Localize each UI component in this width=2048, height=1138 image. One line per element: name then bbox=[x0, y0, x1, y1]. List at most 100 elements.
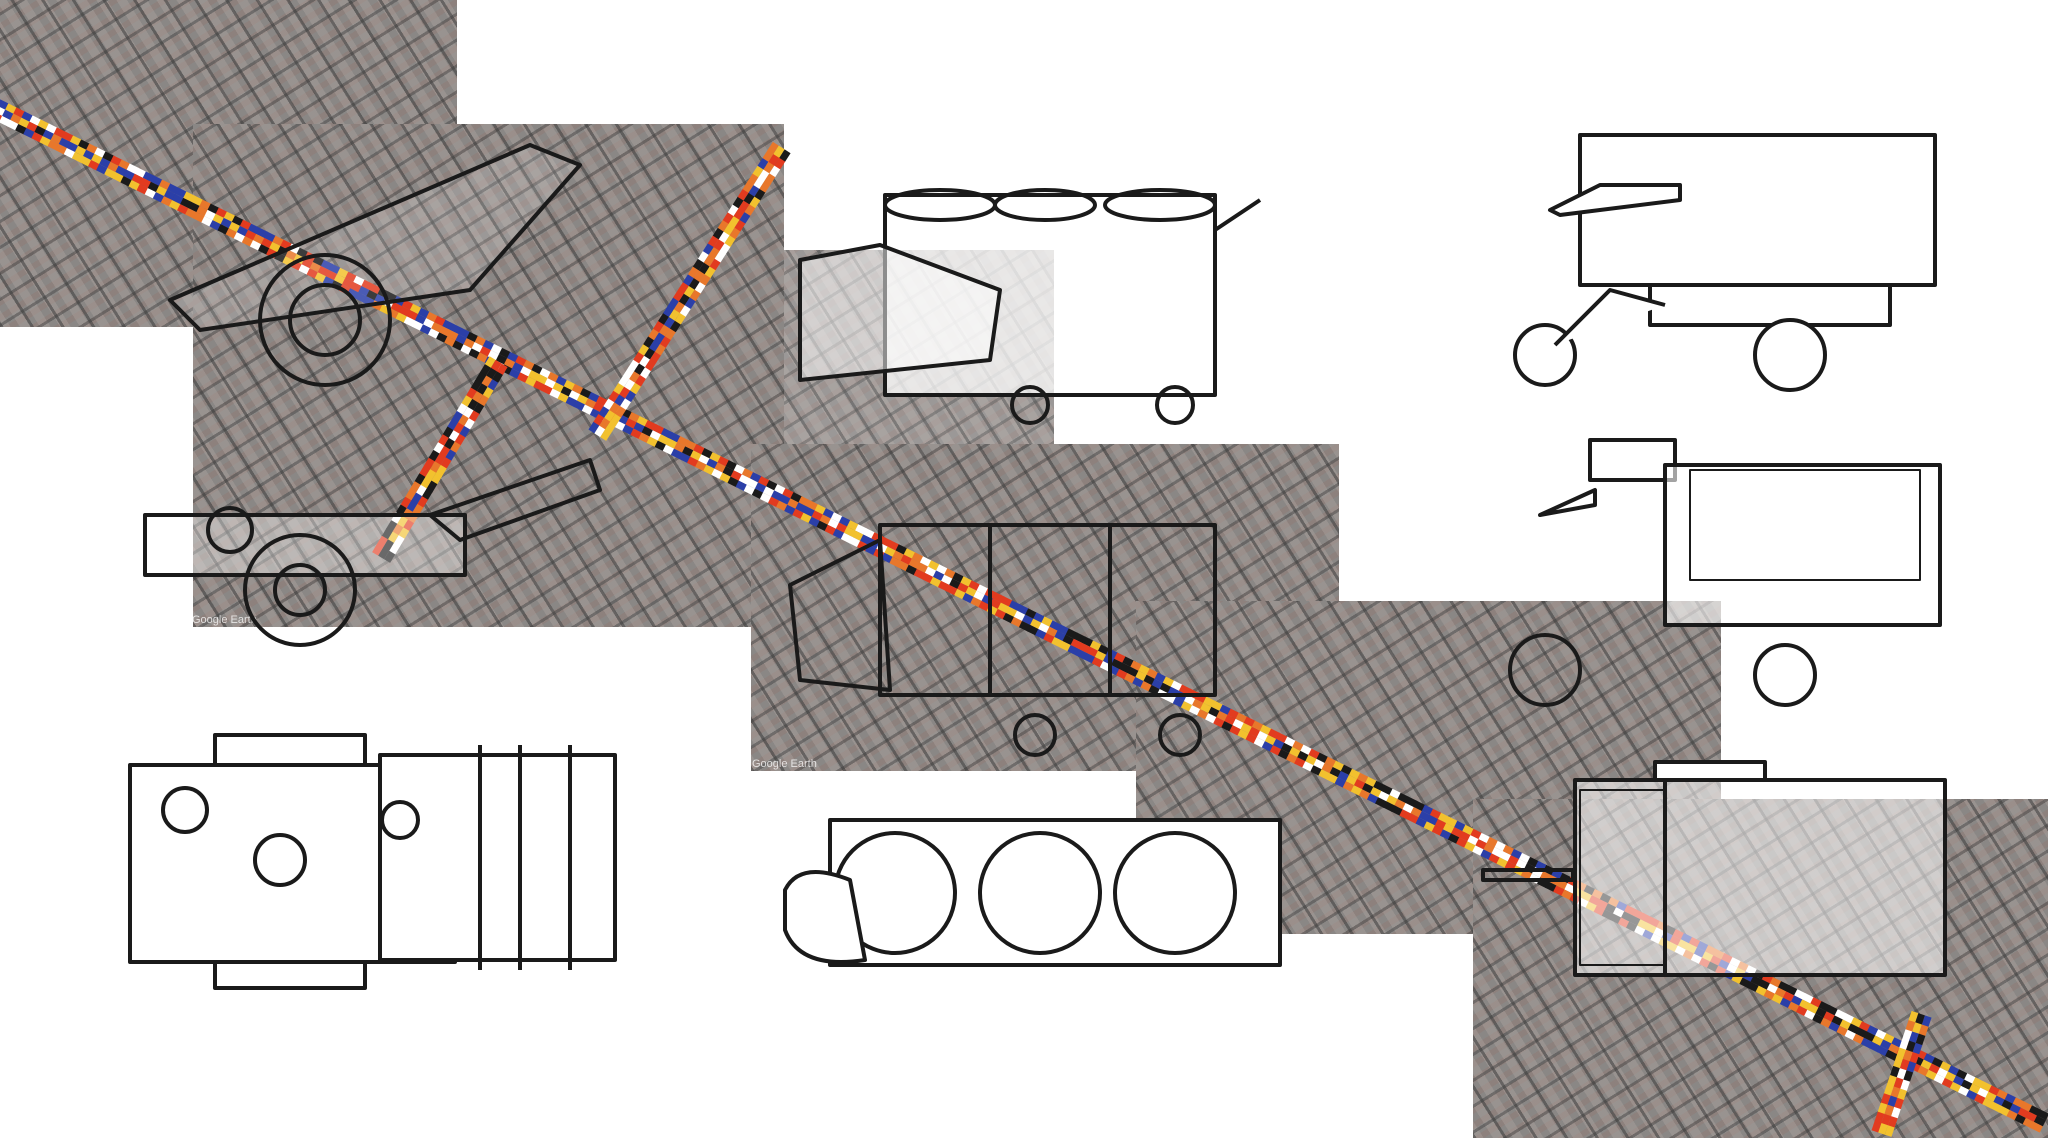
route-segment bbox=[306, 268, 319, 279]
route-segment bbox=[916, 562, 929, 574]
route-segment bbox=[406, 310, 419, 321]
route-segment bbox=[1272, 738, 1286, 750]
route-segment bbox=[1383, 801, 1396, 812]
route-segment bbox=[733, 207, 745, 220]
route-segment bbox=[1486, 836, 1499, 848]
route-segment bbox=[58, 137, 71, 149]
route-segment bbox=[633, 351, 645, 364]
route-segment bbox=[1931, 1057, 1944, 1068]
route-segment bbox=[1893, 1077, 1904, 1089]
route-segment bbox=[1340, 764, 1353, 776]
route-segment bbox=[855, 524, 868, 535]
route-segment bbox=[531, 363, 544, 375]
route-segment bbox=[467, 398, 479, 412]
route-segment bbox=[448, 430, 460, 443]
route-segment bbox=[646, 436, 659, 448]
route-segment bbox=[495, 354, 508, 365]
route-segment bbox=[674, 312, 687, 325]
route-segment bbox=[767, 141, 779, 155]
route-segment bbox=[1381, 784, 1394, 796]
route-segment bbox=[743, 192, 755, 205]
route-segment bbox=[434, 453, 446, 466]
route-segment bbox=[737, 188, 749, 201]
route-segment bbox=[1796, 1005, 1809, 1017]
route-segment bbox=[573, 400, 586, 412]
route-segment bbox=[481, 375, 493, 388]
route-segment bbox=[384, 550, 396, 563]
route-segment bbox=[954, 588, 967, 600]
route-segment bbox=[485, 367, 497, 380]
route-segment bbox=[1527, 856, 1540, 868]
route-segment bbox=[424, 469, 437, 482]
route-segment bbox=[605, 420, 617, 434]
route-segment bbox=[418, 465, 431, 478]
route-segment bbox=[1777, 981, 1791, 992]
route-segment bbox=[713, 238, 725, 251]
route-segment bbox=[897, 560, 910, 572]
route-segment bbox=[673, 442, 687, 454]
route-segment bbox=[1434, 819, 1447, 830]
route-segment bbox=[1353, 778, 1366, 790]
route-segment bbox=[693, 444, 706, 455]
motorcycle-cart-loaded-drawing bbox=[1508, 438, 1942, 707]
route-segment bbox=[415, 484, 427, 497]
route-segment bbox=[296, 247, 309, 259]
route-segment bbox=[96, 164, 109, 175]
route-segment bbox=[682, 273, 695, 286]
route-segment bbox=[1915, 1033, 1926, 1046]
route-segment bbox=[61, 131, 74, 143]
route-segment bbox=[1316, 752, 1329, 764]
route-segment bbox=[697, 250, 710, 263]
route-segment bbox=[1081, 636, 1094, 648]
route-segment bbox=[1774, 987, 1787, 999]
route-segment bbox=[398, 527, 410, 540]
route-segment bbox=[957, 582, 970, 594]
route-segment bbox=[1321, 762, 1334, 774]
route-segment bbox=[419, 324, 432, 336]
route-segment bbox=[461, 395, 473, 408]
route-segment bbox=[1114, 652, 1127, 664]
route-segment bbox=[1779, 997, 1792, 1009]
route-segment bbox=[233, 232, 246, 243]
route-segment bbox=[1124, 673, 1137, 684]
route-segment bbox=[107, 161, 120, 173]
route-segment bbox=[142, 171, 155, 183]
route-segment bbox=[241, 236, 254, 247]
route-segment bbox=[1812, 1013, 1825, 1025]
route-segment bbox=[654, 440, 667, 452]
route-segment bbox=[1256, 730, 1269, 742]
route-segment bbox=[994, 608, 1007, 620]
route-segment bbox=[1472, 845, 1485, 857]
route-segment bbox=[1065, 628, 1078, 640]
route-segment bbox=[110, 155, 123, 167]
route-segment bbox=[563, 379, 576, 391]
route-segment bbox=[1334, 777, 1347, 788]
route-segment bbox=[1961, 1079, 1974, 1091]
route-segment bbox=[927, 560, 941, 571]
route-segment bbox=[649, 430, 662, 441]
route-segment bbox=[515, 355, 528, 367]
route-segment bbox=[333, 273, 347, 285]
route-segment bbox=[709, 452, 722, 463]
route-segment bbox=[1227, 708, 1240, 720]
route-segment bbox=[476, 383, 488, 396]
route-segment bbox=[1041, 616, 1054, 628]
route-segment bbox=[689, 289, 702, 302]
map-watermark: Google Earth bbox=[752, 758, 817, 770]
route-segment bbox=[163, 189, 177, 201]
route-segment bbox=[1787, 1001, 1800, 1013]
route-segment bbox=[698, 262, 711, 275]
route-segment bbox=[937, 580, 951, 592]
route-segment bbox=[762, 149, 774, 162]
route-segment bbox=[892, 550, 905, 562]
route-segment bbox=[633, 422, 646, 433]
route-segment bbox=[1464, 841, 1477, 853]
route-segment bbox=[1807, 1003, 1820, 1015]
route-segment bbox=[754, 188, 766, 201]
route-segment bbox=[687, 265, 700, 279]
route-segment bbox=[1264, 734, 1277, 746]
route-segment bbox=[644, 347, 656, 360]
route-segment bbox=[66, 141, 79, 153]
route-segment bbox=[619, 386, 631, 399]
route-segment bbox=[1057, 624, 1070, 636]
